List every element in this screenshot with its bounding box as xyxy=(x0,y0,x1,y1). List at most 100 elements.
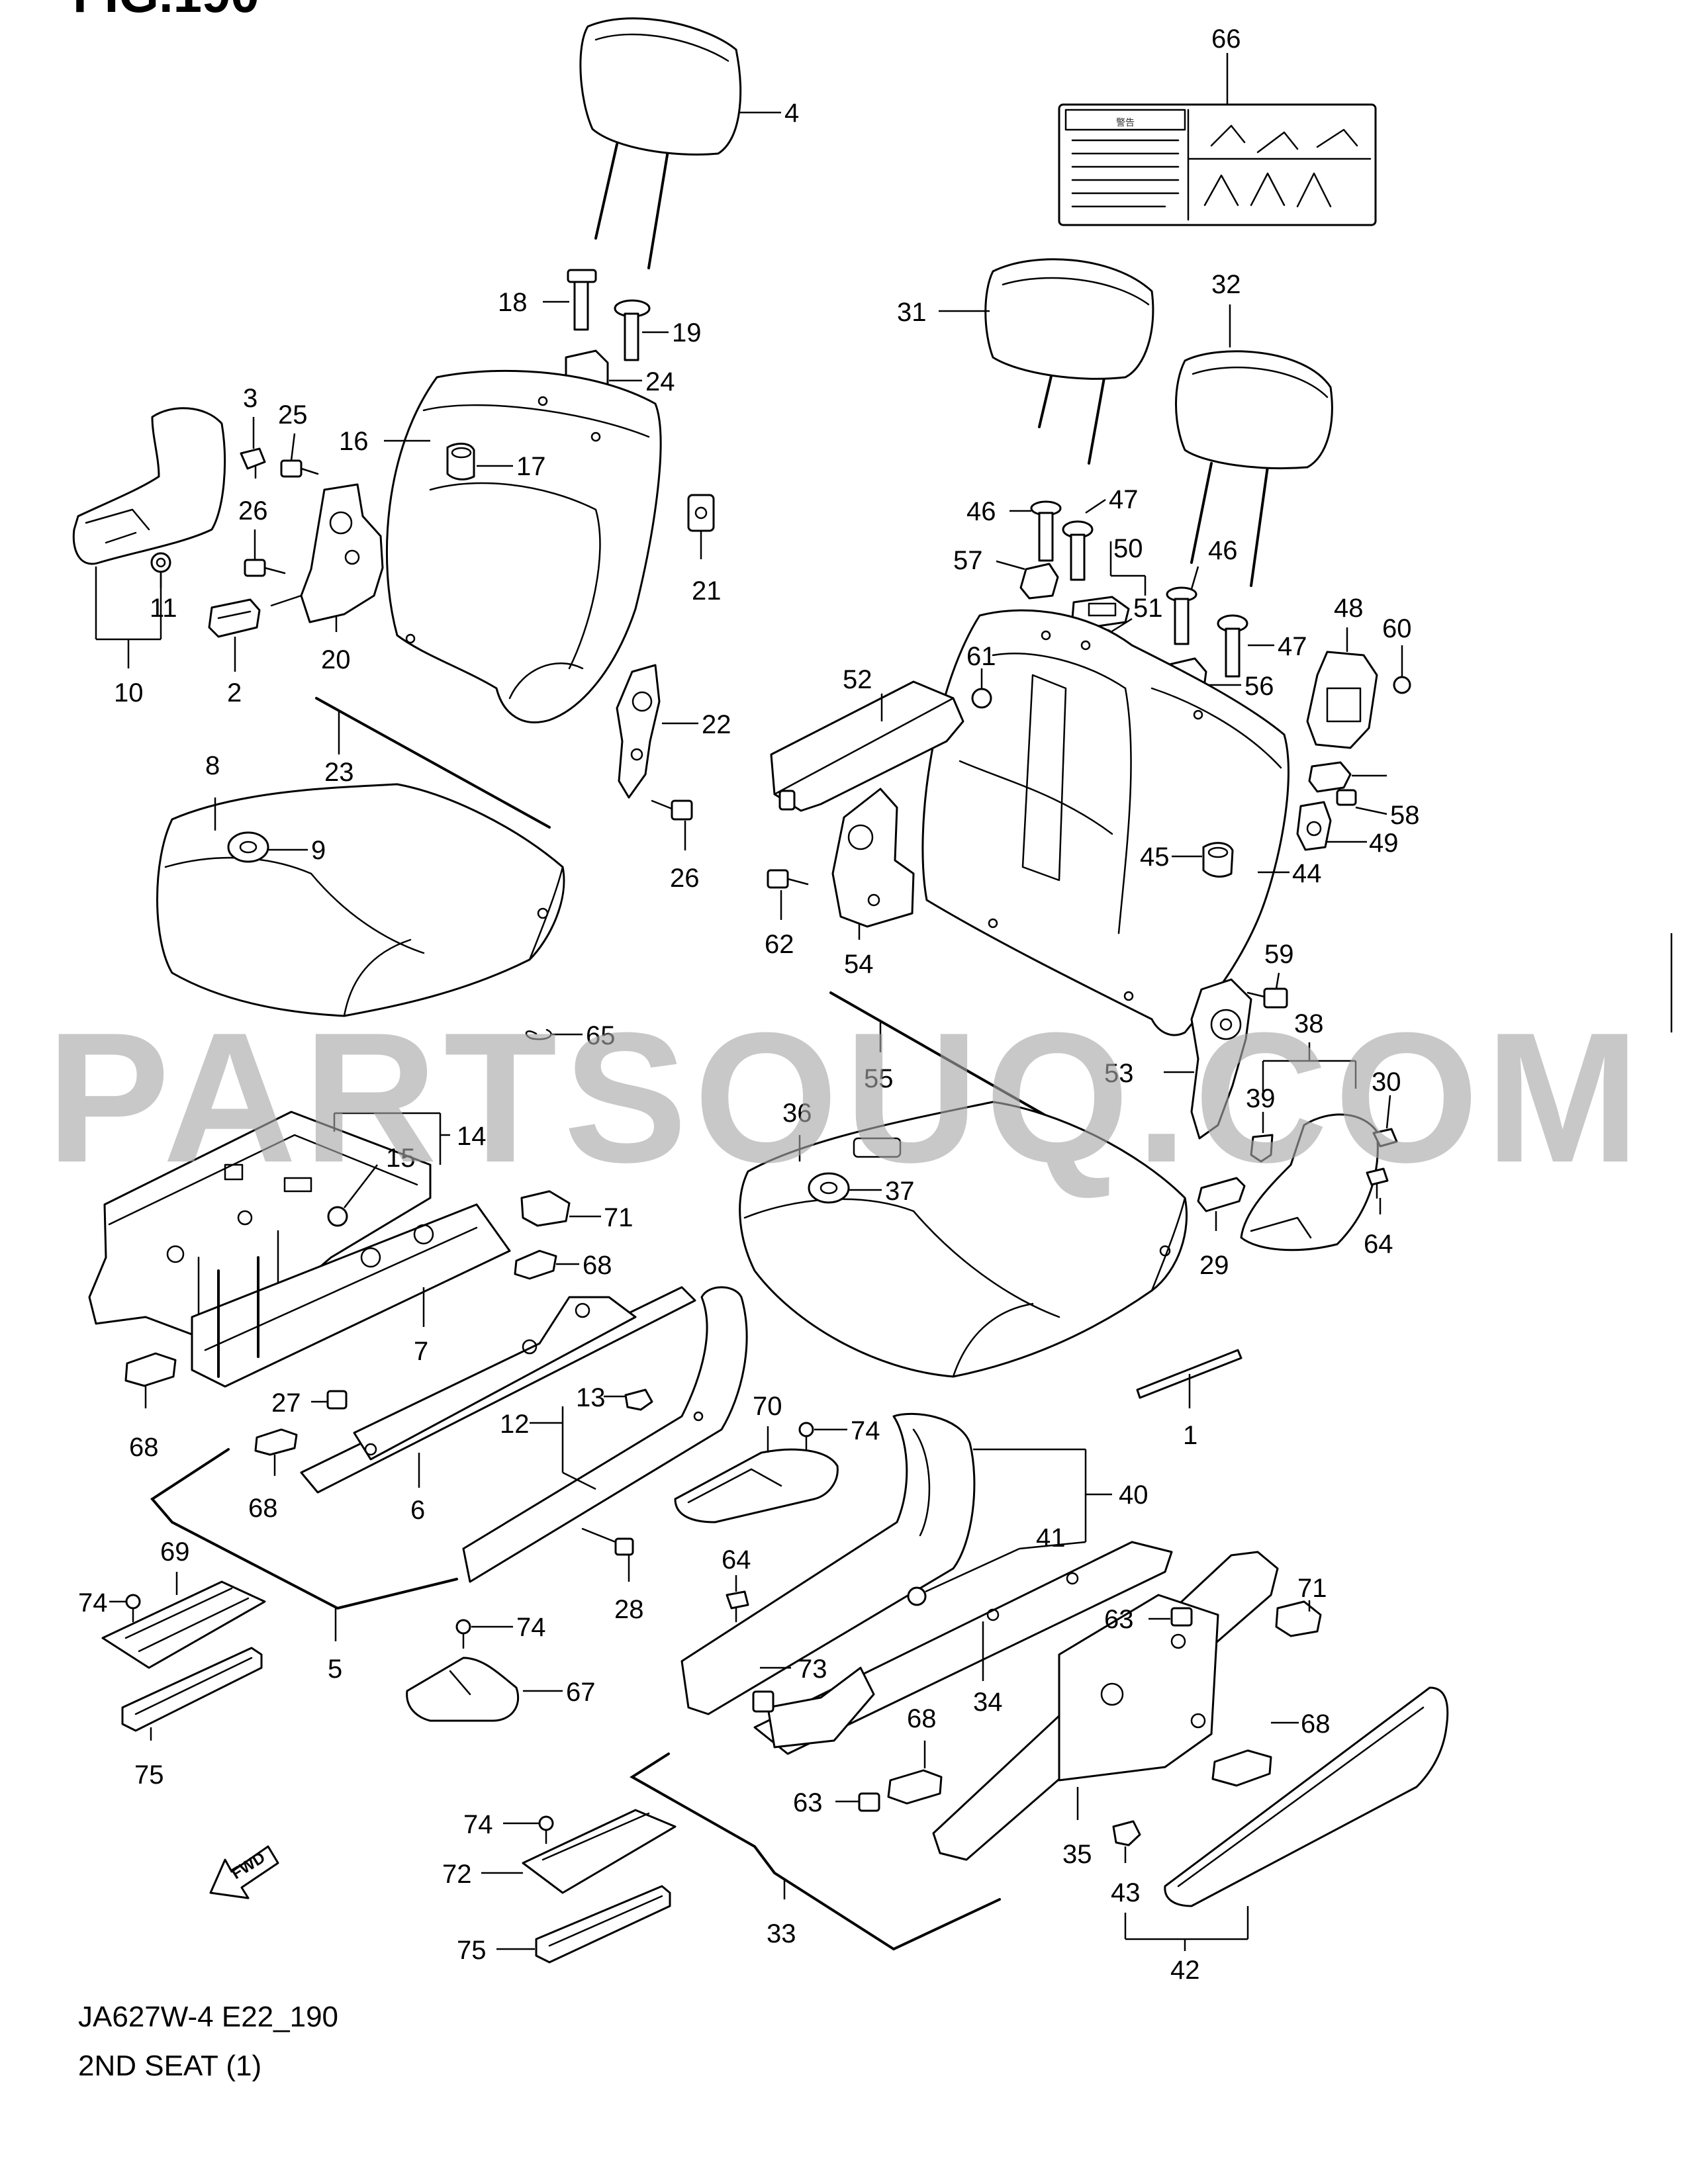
callout-10: 10 xyxy=(114,678,144,707)
hinge-part-54 xyxy=(831,788,915,928)
cover-part-12 xyxy=(462,1286,748,1583)
callout-5: 5 xyxy=(328,1655,342,1684)
screw-part-74-mid xyxy=(455,1619,471,1649)
callout-74-mid: 74 xyxy=(516,1613,546,1642)
armrest-part-52 xyxy=(770,680,964,812)
guide-part-46-lower xyxy=(1166,586,1197,645)
screw-part-28 xyxy=(581,1527,634,1556)
callout-45: 45 xyxy=(1140,842,1170,872)
bolt-part-25 xyxy=(280,459,319,478)
callout-40: 40 xyxy=(1119,1480,1149,1510)
screw-part-64-upper xyxy=(1366,1167,1389,1199)
cover-part-49 xyxy=(1296,801,1332,851)
side-cover-part-40 xyxy=(680,1412,976,1715)
callout-72: 72 xyxy=(442,1860,472,1889)
callout-46-upper: 46 xyxy=(966,497,996,526)
callout-28: 28 xyxy=(614,1595,644,1624)
screw-part-58 xyxy=(1336,789,1357,806)
callout-25: 25 xyxy=(278,400,308,430)
headrest-guide-part-19 xyxy=(614,299,651,361)
callout-75-lower: 75 xyxy=(457,1936,487,1965)
callout-42: 42 xyxy=(1170,1956,1200,1985)
rail-part-34 xyxy=(753,1541,1173,1755)
clip-part-11 xyxy=(150,552,171,573)
callout-64-upper: 64 xyxy=(1364,1230,1393,1259)
headrest-guide-part-18 xyxy=(567,269,597,331)
side-cover-part-10 xyxy=(72,407,226,565)
callout-30: 30 xyxy=(1372,1068,1401,1097)
callout-68-mid: 68 xyxy=(907,1704,937,1733)
callout-74-upper: 74 xyxy=(851,1416,880,1445)
callout-64-lower: 64 xyxy=(722,1545,751,1574)
callout-31: 31 xyxy=(897,298,927,327)
callout-9: 9 xyxy=(311,836,326,865)
clip-part-65 xyxy=(525,1028,552,1040)
callout-37: 37 xyxy=(885,1177,915,1206)
wire-part-5 xyxy=(150,1448,458,1610)
cover-part-71-left xyxy=(520,1190,571,1227)
callout-51: 51 xyxy=(1133,594,1163,623)
callout-18: 18 xyxy=(498,288,528,317)
pad-part-68-upper xyxy=(514,1250,557,1280)
recliner-part-20 xyxy=(270,483,384,623)
callout-66: 66 xyxy=(1211,24,1241,54)
headrest-part-4 xyxy=(579,17,741,269)
callout-63-upper: 63 xyxy=(1104,1605,1134,1634)
callout-43: 43 xyxy=(1111,1878,1141,1907)
bolt-part-63-lower xyxy=(858,1792,880,1812)
callout-2: 2 xyxy=(227,678,242,707)
callout-26-lower: 26 xyxy=(670,864,700,893)
bolt-part-62 xyxy=(767,869,809,889)
screw-part-74-upper xyxy=(798,1422,814,1451)
bolt-part-26-lower xyxy=(651,799,693,821)
watermark-text: PARTSOUQ.COM xyxy=(46,995,1646,1201)
seat-frame-part-7 xyxy=(191,1203,511,1388)
callout-68-lower: 68 xyxy=(248,1494,278,1523)
callout-59: 59 xyxy=(1264,940,1294,969)
callout-41: 41 xyxy=(1036,1524,1066,1553)
callout-65: 65 xyxy=(586,1021,616,1050)
callout-63-lower: 63 xyxy=(793,1788,823,1817)
callout-16: 16 xyxy=(339,427,369,456)
clip-part-61 xyxy=(971,688,992,709)
callout-74-left: 74 xyxy=(78,1588,108,1617)
headrest-support-part-37 xyxy=(808,1172,850,1204)
clip-part-41 xyxy=(907,1586,927,1606)
bolt-part-59 xyxy=(1246,987,1288,1009)
callout-61: 61 xyxy=(966,642,996,671)
callout-6: 6 xyxy=(410,1496,425,1525)
rod-part-55 xyxy=(829,991,1064,1126)
callout-4: 4 xyxy=(784,99,799,128)
wire-part-33 xyxy=(630,1752,1001,1951)
callout-27: 27 xyxy=(271,1388,301,1418)
warning-label-heading: 警告 xyxy=(1116,117,1135,128)
hinge-part-22 xyxy=(616,664,661,799)
guide-part-47-upper xyxy=(1062,520,1094,581)
callout-24: 24 xyxy=(645,367,675,396)
callout-38: 38 xyxy=(1294,1009,1324,1038)
callout-19: 19 xyxy=(672,318,702,347)
headrest-part-32 xyxy=(1175,350,1333,587)
screw-part-3 xyxy=(240,447,266,479)
bolt-part-26-upper xyxy=(244,559,286,577)
callout-8: 8 xyxy=(205,751,220,780)
handle-part-2 xyxy=(208,598,261,638)
headrest-support-part-17 xyxy=(446,443,475,480)
figure-label: FIG.190 xyxy=(73,0,259,23)
bolt-part-73 xyxy=(752,1690,774,1713)
pad-part-68-mid xyxy=(887,1769,943,1805)
callout-47-upper: 47 xyxy=(1109,485,1139,514)
callout-74-lower: 74 xyxy=(463,1810,493,1839)
callout-33: 33 xyxy=(767,1919,796,1948)
callout-56: 56 xyxy=(1244,672,1274,701)
callout-71-left: 71 xyxy=(604,1203,633,1232)
callout-68-left: 68 xyxy=(129,1433,159,1462)
rod-part-23 xyxy=(315,697,551,829)
bracket-part-75-lower xyxy=(535,1885,671,1964)
pad-part-68-right xyxy=(1211,1749,1272,1787)
cover-part-21 xyxy=(687,494,715,532)
callout-20: 20 xyxy=(321,645,351,674)
figure-title: 2ND SEAT (1) xyxy=(78,2050,261,2082)
cover-part-67 xyxy=(406,1657,520,1722)
